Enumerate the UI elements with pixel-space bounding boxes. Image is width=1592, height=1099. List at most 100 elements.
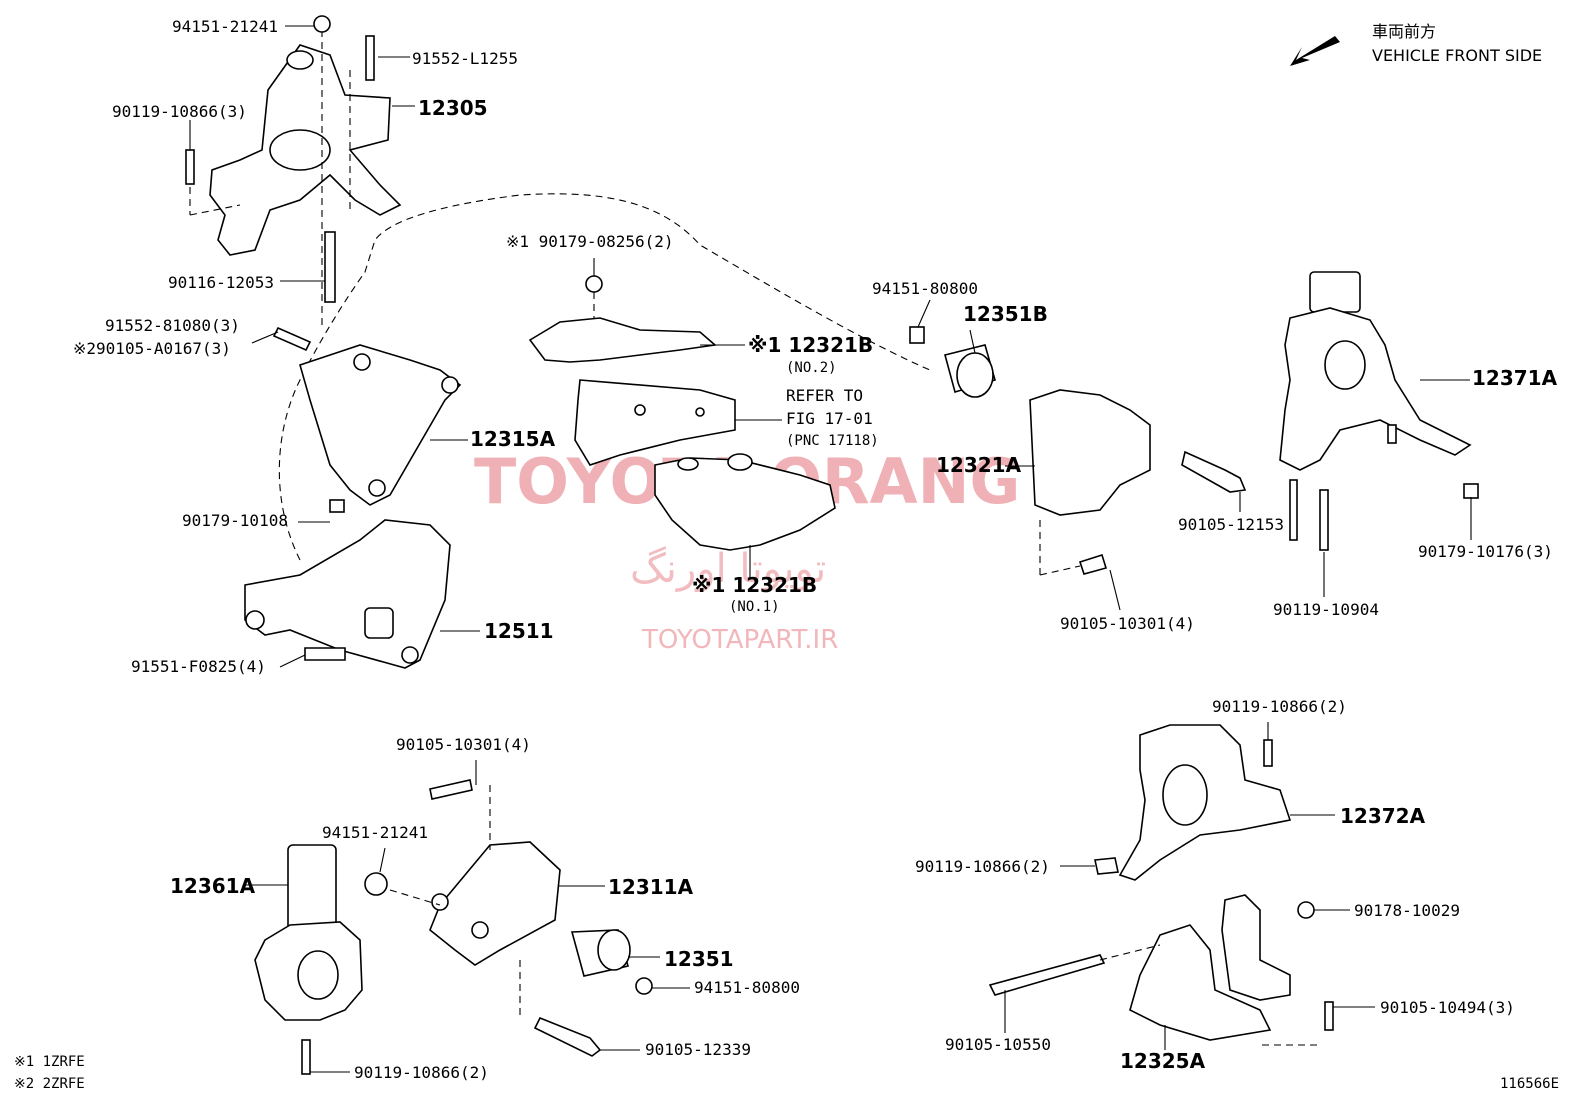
bracket-12315A-drawing bbox=[272, 326, 462, 513]
label-90116-12053: 90116-12053 bbox=[168, 273, 274, 292]
label-90179-10108: 90179-10108 bbox=[182, 511, 288, 530]
bolt-90105-10494-icon bbox=[1324, 1001, 1334, 1031]
shield-12321B-no1-drawing bbox=[654, 453, 836, 551]
bolt-90105-12153-icon bbox=[1181, 450, 1247, 493]
bracket-12315A-body bbox=[299, 344, 462, 506]
mount-12372A-drawing bbox=[1094, 724, 1292, 881]
label-12371A: 12371A bbox=[1472, 366, 1558, 390]
mount-12305-top-boss bbox=[286, 50, 314, 70]
label-94151-80800-a: 94151-80800 bbox=[872, 279, 978, 298]
watermark-persian: تویوتا اورنگ bbox=[630, 546, 826, 592]
front-label-en: VEHICLE FRONT SIDE bbox=[1372, 46, 1542, 65]
bracket-12325A-drawing bbox=[988, 894, 1334, 1046]
bracket-12511-drawing bbox=[244, 519, 451, 669]
label-90105-10301-b: 90105-10301(4) bbox=[396, 735, 531, 754]
bracket-refer-fig-drawing bbox=[574, 379, 736, 466]
bracket-12311A-body bbox=[429, 841, 561, 966]
nut-94151-21241-b-icon bbox=[364, 872, 388, 896]
bolt-90119-10904-icon bbox=[1319, 489, 1329, 551]
bracket-refer-body bbox=[574, 379, 736, 466]
label-12372A: 12372A bbox=[1340, 804, 1426, 828]
label-94151-80800-b: 94151-80800 bbox=[694, 978, 800, 997]
front-arrow-icon bbox=[1290, 36, 1340, 66]
figure-id: 116566E bbox=[1500, 1076, 1559, 1092]
stud-90116-12053-icon bbox=[324, 231, 336, 303]
label-12325A: 12325A bbox=[1120, 1049, 1206, 1073]
nut-90179-08256-icon bbox=[585, 275, 603, 293]
mount-12371A-drawing bbox=[1279, 271, 1479, 551]
label-12321B-no2: ※1 12321B bbox=[748, 333, 873, 357]
label-12321B-no1-sub: (NO.1) bbox=[729, 599, 780, 615]
bolt-90119-10866-tr-icon bbox=[1263, 739, 1273, 767]
label-12351: 12351 bbox=[664, 947, 734, 971]
label-90105-A0167: ※290105-A0167(3) bbox=[73, 339, 231, 358]
label-90179-08256: ※1 90179-08256(2) bbox=[506, 232, 674, 251]
vehicle-front-indicator: 車両前方 VEHICLE FRONT SIDE bbox=[1290, 22, 1542, 66]
label-90105-10550: 90105-10550 bbox=[945, 1035, 1051, 1054]
label-90105-10494: 90105-10494(3) bbox=[1380, 998, 1515, 1017]
label-12351B: 12351B bbox=[963, 302, 1048, 326]
label-12305: 12305 bbox=[418, 96, 488, 120]
bolt-90105-10301-icon bbox=[1078, 553, 1108, 575]
bolt-90105-10550-icon bbox=[988, 954, 1106, 996]
label-12361A: 12361A bbox=[170, 874, 256, 898]
leader-lines bbox=[189, 25, 1472, 1073]
part-labels: 94151-21241 91552-L1255 90119-10866(3) 1… bbox=[73, 17, 1558, 1082]
bracket-12511-body bbox=[244, 519, 451, 669]
bolt-90119-10866-bl-icon bbox=[301, 1039, 311, 1075]
nut-94151-80800-b-icon bbox=[635, 977, 653, 995]
label-94151-21241-b: 94151-21241 bbox=[322, 823, 428, 842]
label-12311A: 12311A bbox=[608, 875, 694, 899]
mount-12305-bushing bbox=[269, 129, 331, 171]
label-91552-L1255: 91552-L1255 bbox=[412, 49, 518, 68]
label-90105-12153: 90105-12153 bbox=[1178, 515, 1284, 534]
label-90119-10866-3: 90119-10866(3) bbox=[112, 102, 247, 121]
nut-90179-10108-icon bbox=[329, 499, 345, 513]
bolt-91551-F0825-icon bbox=[304, 647, 346, 661]
bracket-12325A-body bbox=[1129, 924, 1272, 1041]
nut-94151-80800-icon bbox=[909, 326, 925, 344]
bolt-91552-L1255-icon bbox=[365, 35, 375, 81]
label-90119-10904: 90119-10904 bbox=[1273, 600, 1379, 619]
nut-90179-10176-icon bbox=[1463, 483, 1479, 499]
label-91551-F0825: 91551-F0825(4) bbox=[131, 657, 266, 676]
engine-outline bbox=[278, 193, 931, 561]
mount-12361A-top bbox=[287, 844, 337, 936]
footnote-2: ※2 2ZRFE bbox=[14, 1076, 85, 1092]
label-12315A: 12315A bbox=[470, 427, 556, 451]
label-refer-pnc: (PNC 17118) bbox=[786, 433, 879, 449]
label-90105-10301-a: 90105-10301(4) bbox=[1060, 614, 1195, 633]
shield-12321B-no2-body bbox=[528, 317, 717, 363]
label-91552-81080: 91552-81080(3) bbox=[105, 316, 240, 335]
mount-12305-drawing bbox=[185, 15, 402, 330]
label-refer-to: REFER TO bbox=[786, 386, 863, 405]
label-12321B-no2-sub: (NO.2) bbox=[786, 360, 837, 376]
label-94151-21241-a: 94151-21241 bbox=[172, 17, 278, 36]
label-90119-10866-bl: 90119-10866(2) bbox=[354, 1063, 489, 1082]
mount-12361A-drawing bbox=[254, 844, 363, 1075]
bolt-90105-10301-b-icon bbox=[429, 779, 473, 800]
bracket-12311A-drawing bbox=[364, 779, 653, 1057]
label-90105-12339: 90105-12339 bbox=[645, 1040, 751, 1059]
label-90178-10029: 90178-10029 bbox=[1354, 901, 1460, 920]
nut-94151-21241-icon bbox=[313, 15, 331, 33]
mount-12371A-top bbox=[1309, 271, 1361, 313]
label-90119-10866-tr: 90119-10866(2) bbox=[1212, 697, 1347, 716]
bolt-91552-81080-icon bbox=[272, 326, 312, 352]
label-12321B-no1: ※1 12321B bbox=[692, 573, 817, 597]
label-90119-10866-mr: 90119-10866(2) bbox=[915, 857, 1050, 876]
label-90179-10176: 90179-10176(3) bbox=[1418, 542, 1553, 561]
bushing-12351B-face bbox=[956, 352, 994, 398]
bolt-90105-12339-icon bbox=[533, 1016, 602, 1057]
bolt-90119-10866-mr-icon bbox=[1094, 857, 1119, 875]
bracket-12321A-body bbox=[1029, 389, 1151, 516]
label-refer-fig: FIG 17-01 bbox=[786, 409, 873, 428]
bracket-12321A-drawing bbox=[909, 326, 1247, 576]
mount-12371A-body bbox=[1279, 307, 1472, 471]
nut-90178-10029-icon bbox=[1297, 901, 1315, 919]
label-12321A: 12321A bbox=[936, 453, 1022, 477]
bolt-90119-10866-icon bbox=[185, 149, 195, 185]
watermark-site: TOYOTAPART.IR bbox=[641, 625, 838, 655]
